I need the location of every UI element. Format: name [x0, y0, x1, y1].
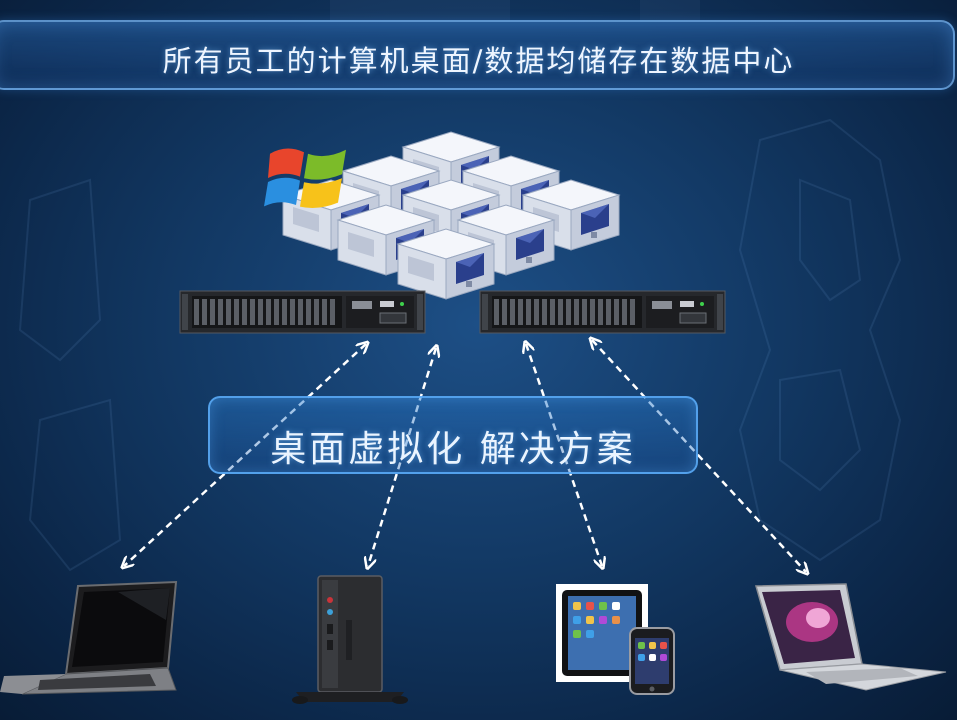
arrow-macbook — [592, 340, 806, 572]
solution-label-box — [208, 396, 698, 474]
macbook-icon — [755, 583, 947, 691]
arrow-laptop — [124, 344, 366, 566]
tablet-phone-icon — [556, 584, 675, 695]
laptop-icon — [0, 580, 178, 695]
page-title: 所有员工的计算机桌面/数据均储存在数据中心 — [162, 44, 795, 78]
title-banner — [0, 20, 955, 90]
thin-client-icon — [292, 575, 408, 704]
solution-label: 桌面虚拟化 解决方案 — [270, 429, 636, 470]
arrow-thin-client — [368, 348, 436, 566]
